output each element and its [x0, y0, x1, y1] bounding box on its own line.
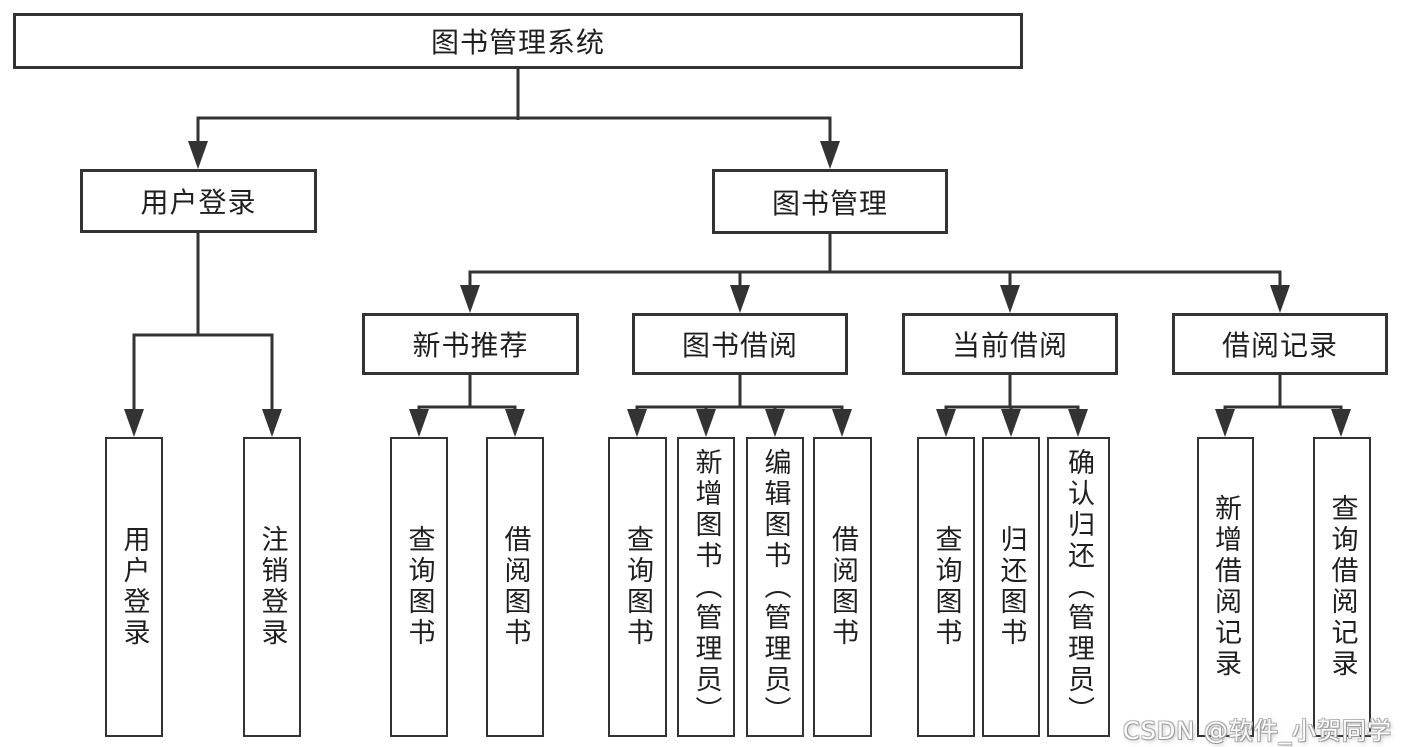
node-user-login: 用户登录 [80, 169, 317, 233]
node-book-management: 图书管理 [712, 169, 948, 234]
leaf-add-book-admin: 新增图书（管理员） [677, 437, 735, 737]
arrowheads [124, 141, 1351, 437]
leaf-return-book: 归还图书 [982, 437, 1040, 737]
node-current-borrow: 当前借阅 [902, 313, 1118, 375]
leaf-edit-book-admin: 编辑图书（管理员） [746, 437, 804, 737]
leaf-borrow-books: 借阅图书 [813, 437, 872, 737]
leaf-borrow-books-recommend: 借阅图书 [486, 437, 544, 737]
node-book-borrow: 图书借阅 [632, 313, 848, 375]
leaf-add-borrow-record: 新增借阅记录 [1197, 437, 1254, 737]
node-borrow-records: 借阅记录 [1172, 313, 1388, 375]
leaf-query-books-borrow: 查询图书 [608, 437, 667, 737]
leaf-confirm-return-admin: 确认归还（管理员） [1047, 437, 1110, 737]
leaf-query-books-current: 查询图书 [917, 437, 975, 737]
leaf-query-books-recommend: 查询图书 [390, 437, 448, 737]
leaf-logout-login: 注销登录 [243, 437, 301, 737]
node-root-system: 图书管理系统 [13, 13, 1023, 69]
leaf-user-login: 用户登录 [105, 437, 163, 737]
csdn-watermark: CSDN @软件_小贺同学 [1122, 717, 1392, 745]
node-new-book-recommend: 新书推荐 [362, 313, 579, 375]
leaf-query-borrow-record: 查询借阅记录 [1313, 437, 1371, 737]
